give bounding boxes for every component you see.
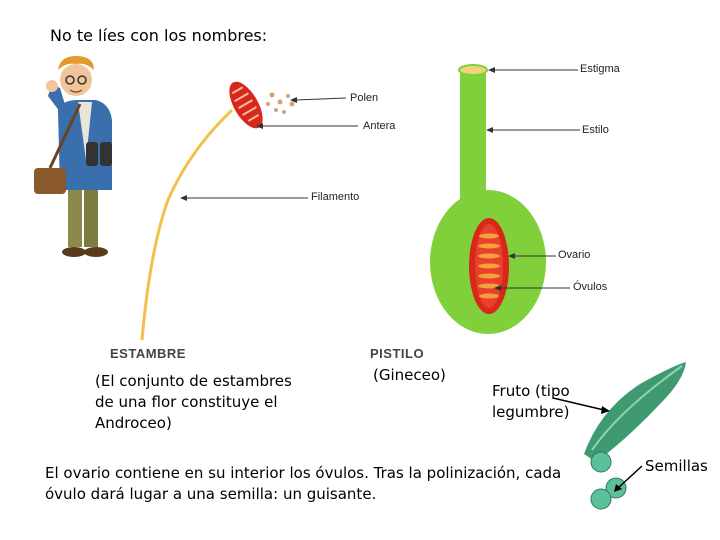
style-tube [460, 70, 486, 210]
pea-pod [584, 362, 686, 462]
polen-pointer [295, 97, 347, 101]
pea-seed [590, 451, 612, 473]
pea-seed [590, 488, 612, 510]
pollen-grains [266, 92, 295, 114]
fruit-pointer [552, 397, 605, 411]
seeds-label: Semillas [645, 457, 708, 475]
label-ovario: Ovario [558, 249, 591, 261]
explanation-text: El ovario contiene en su interior los óv… [45, 464, 562, 503]
label-filamento: Filamento [311, 191, 360, 203]
seeds-pointer [617, 465, 643, 489]
fruit-caption: Fruto (tipo legumbre) [492, 382, 570, 421]
stigma [458, 64, 488, 76]
label-ovulos: Óvulos [573, 281, 608, 293]
explorer-figure [34, 56, 112, 257]
anther [229, 81, 263, 129]
stamen-caption: (El conjunto de estambres de una flor co… [95, 372, 292, 432]
label-antera: Antera [363, 120, 396, 132]
page-title: No te líes con los nombres: [50, 26, 268, 45]
filament [140, 108, 234, 341]
label-estilo: Estilo [582, 124, 609, 136]
label-polen: Polen [350, 92, 379, 104]
label-estigma: Estigma [580, 63, 620, 75]
pistil-caption: (Gineceo) [373, 366, 446, 384]
ovules [478, 233, 500, 299]
pistil-heading: PISTILO [370, 346, 425, 361]
stamen-heading: ESTAMBRE [110, 346, 186, 361]
